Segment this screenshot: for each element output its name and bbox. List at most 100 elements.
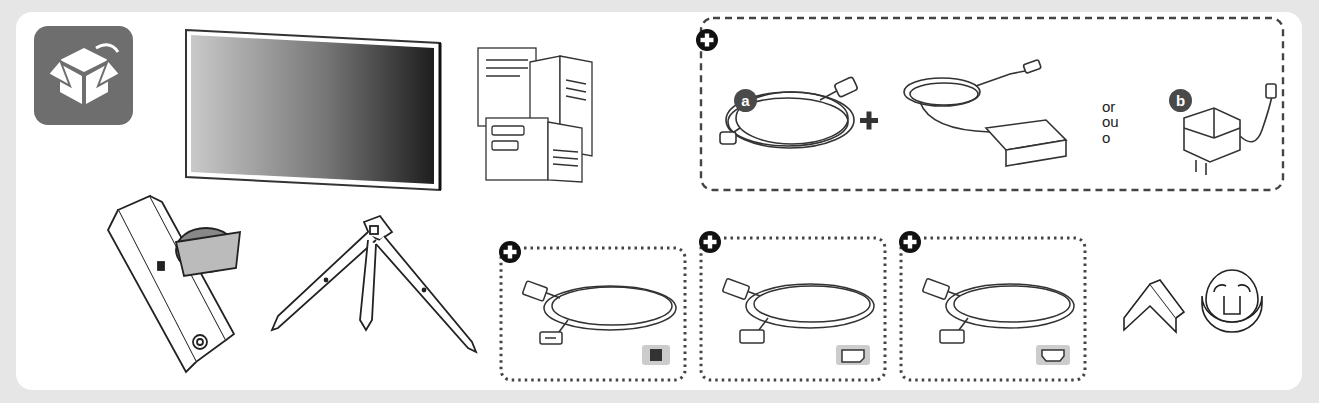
usb-cable-box-part-part	[544, 286, 676, 330]
letter-badge: b	[1169, 89, 1192, 112]
cable-clip	[1202, 270, 1262, 332]
power-cord	[720, 76, 858, 148]
usb-cable-box-part	[499, 241, 521, 263]
hdmi-cable-box-part-part	[922, 278, 949, 299]
documents-part	[566, 80, 586, 84]
hdmi-cable-box-part	[901, 238, 1085, 380]
usb-cable-box-part	[650, 349, 662, 361]
stand-base-part	[376, 236, 476, 352]
power-cord-part	[726, 92, 854, 148]
monitor-part	[439, 43, 442, 190]
hdmi-cable-box-part-part	[940, 330, 964, 343]
documents-part	[486, 75, 520, 76]
power-adapter-part	[910, 83, 978, 105]
stand-base	[272, 216, 476, 352]
unpack-icon-part	[34, 26, 133, 125]
hdmi-cable-box	[899, 231, 1085, 380]
power-adapter	[904, 60, 1066, 166]
usb-cable-box-part	[522, 281, 676, 344]
displayport-cable-box	[699, 231, 885, 380]
displayport-cable-box-part	[836, 345, 870, 365]
wall-adapter	[1184, 84, 1276, 175]
stand-neck-part	[158, 262, 164, 270]
documents-part	[486, 67, 528, 68]
documents-part	[486, 118, 548, 180]
stand-neck-part	[176, 232, 240, 276]
stand-base-part	[360, 240, 376, 330]
power-adapter-part	[1006, 140, 1066, 166]
power-adapter-part	[1006, 140, 1066, 150]
displayport-cable-box-part-part	[740, 330, 764, 343]
hdmi-cable-box-part	[1042, 350, 1064, 361]
cable-holder	[1124, 280, 1184, 332]
plus-sign	[860, 112, 878, 130]
stand-base-part	[272, 232, 376, 330]
wall-adapter-part	[1184, 128, 1214, 138]
power-accessories-box-part	[701, 18, 1283, 190]
displayport-cable-box-part-part	[722, 278, 749, 299]
hdmi-cable-box-part-part	[954, 286, 1070, 322]
displayport-cable-box-part	[842, 350, 864, 362]
wall-adapter-part	[1184, 108, 1240, 162]
displayport-cable-box-part	[722, 278, 874, 343]
wall-adapter-part	[1213, 108, 1215, 138]
cable-clip-part	[1214, 285, 1250, 292]
unpack-icon-part	[48, 60, 120, 86]
stand-base-part	[325, 279, 328, 282]
displayport-cable-box-part	[701, 238, 885, 380]
stand-neck-part	[193, 335, 207, 349]
power-cord-part	[834, 76, 858, 97]
documents-part	[548, 122, 582, 182]
badge-letter: b	[1176, 93, 1185, 108]
alternative-note: or ou o	[1102, 99, 1122, 145]
documents-part	[486, 59, 528, 60]
power-adapter-part	[976, 70, 1030, 86]
panel	[16, 12, 1302, 390]
usb-cable-box-part-part	[545, 337, 556, 339]
unpack-icon-part	[96, 45, 118, 52]
cable-clip-part	[1206, 270, 1258, 322]
displayport-cable-box-part	[699, 231, 721, 253]
documents-part	[492, 141, 518, 150]
power-adapter-part	[904, 78, 980, 106]
wall-adapter-part	[1214, 128, 1240, 138]
cable-holder-part	[1150, 280, 1184, 318]
documents-part	[492, 126, 524, 135]
wall-adapter-part	[1195, 160, 1197, 172]
documents-part	[566, 88, 586, 92]
documents-part	[553, 164, 578, 166]
documents-part	[553, 157, 578, 159]
usb-cable-box-part-part	[552, 287, 672, 325]
usb-cable-box-part-part	[540, 332, 562, 344]
usb-cable-box-part-part	[522, 281, 547, 302]
displayport-cable-box-part-part	[754, 286, 870, 322]
stand-neck	[108, 196, 240, 372]
power-adapter-part	[1023, 60, 1041, 74]
stand-base-part	[423, 289, 426, 292]
badge-letter: a	[741, 93, 749, 108]
letter-badge: a	[734, 89, 757, 112]
stand-base-part	[370, 226, 378, 234]
documents	[478, 48, 592, 182]
power-accessories-box-part	[696, 29, 718, 51]
documents-part	[478, 48, 536, 126]
power-cord-part	[720, 132, 736, 144]
hdmi-cable-box-part	[899, 231, 921, 253]
unpack-icon	[34, 26, 133, 125]
power-accessories-box	[696, 18, 1283, 190]
cable-clip-part	[1224, 296, 1240, 314]
hdmi-cable-box-part	[922, 278, 1074, 343]
wall-adapter-part	[1205, 163, 1207, 175]
monitor-part	[191, 35, 434, 184]
stand-neck-part	[197, 339, 203, 345]
documents-part	[553, 150, 578, 152]
hdmi-cable-box-part	[1036, 345, 1070, 365]
power-adapter-part	[920, 102, 990, 132]
stand-neck-part	[108, 210, 196, 372]
usb-cable-box-part	[642, 345, 670, 365]
usb-cable-box	[499, 241, 685, 380]
monitor-part	[186, 30, 440, 190]
plus-sign-part	[867, 112, 872, 130]
